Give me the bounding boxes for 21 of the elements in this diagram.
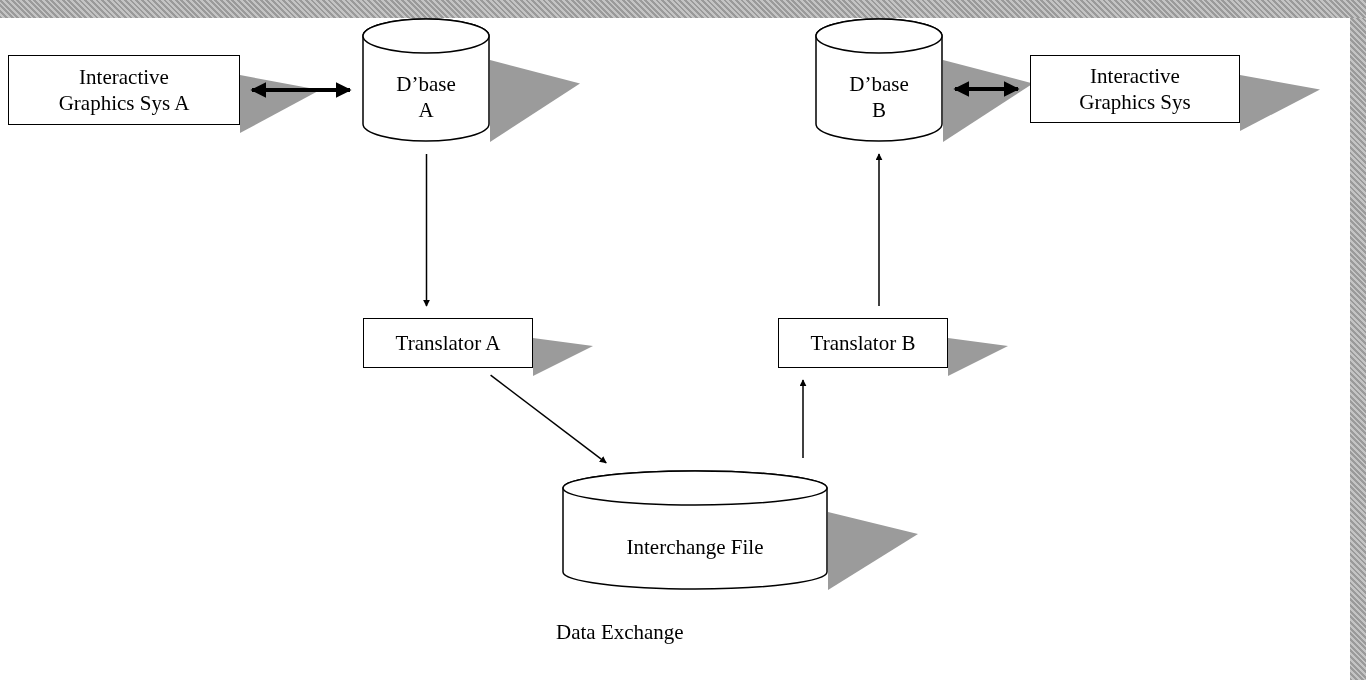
database-cylinder [362,18,490,142]
process-box [778,318,948,368]
database-cylinder [815,18,943,142]
node-label: Translator A [395,329,501,357]
process-box [8,55,240,125]
diagram-caption: Data Exchange [556,620,684,645]
node-label: D’base A [395,70,457,124]
arrow [799,379,807,459]
arrow [489,374,607,464]
arrow [250,82,352,98]
arrow [875,153,883,307]
node-label: Translator B [810,329,916,357]
node-label: Interchange File [626,533,764,561]
arrow [953,81,1020,97]
process-box [363,318,533,368]
arrow [423,153,430,307]
process-box [1030,55,1240,123]
node-label: Interactive Graphics Sys [1078,62,1192,116]
node-label: D’base B [848,70,910,124]
database-cylinder [562,470,828,590]
node-label: Interactive Graphics Sys A [57,63,191,117]
